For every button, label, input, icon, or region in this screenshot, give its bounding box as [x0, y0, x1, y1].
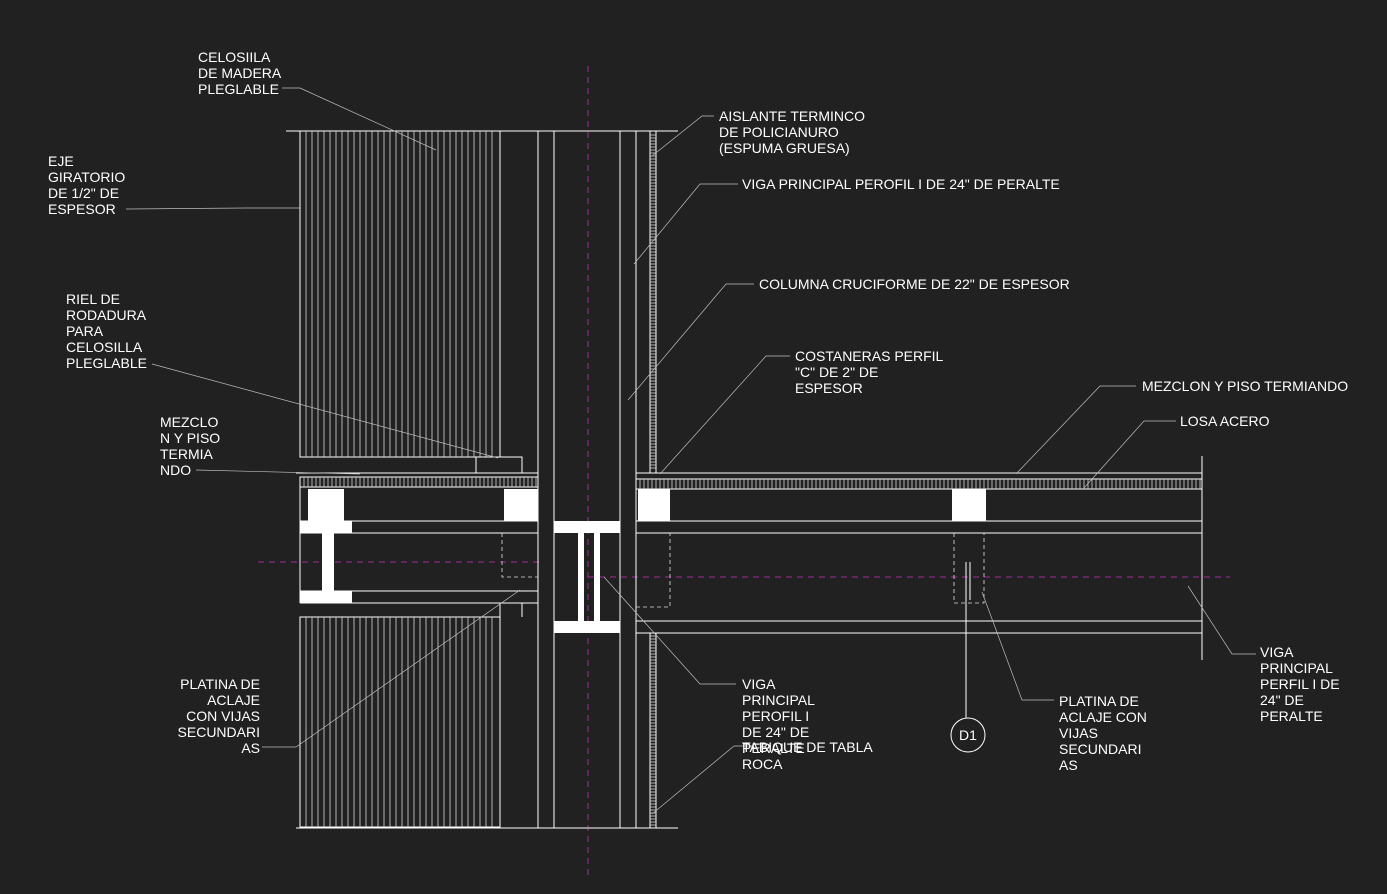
svg-text:ESPESOR: ESPESOR: [795, 380, 863, 396]
label-riel-rodadura: RIEL DE RODADURA PARA CELOSILLA PLEGLABL…: [66, 291, 147, 371]
svg-text:CELOSIILA: CELOSIILA: [198, 49, 271, 65]
label-viga-principal-right: VIGA PRINCIPAL PERFIL I DE 24" DE PERALT…: [1260, 644, 1340, 724]
leader-lines: [125, 87, 1256, 815]
label-tabla-roca: TABIQUE DE TABLA ROCA: [742, 739, 873, 772]
svg-text:"C" DE 2" DE: "C" DE 2" DE: [795, 364, 878, 380]
svg-text:PERALTE: PERALTE: [1260, 708, 1323, 724]
svg-text:RODADURA: RODADURA: [66, 307, 147, 323]
svg-text:AISLANTE TERMINCO: AISLANTE TERMINCO: [719, 108, 865, 124]
svg-text:N Y PISO: N Y PISO: [160, 430, 220, 446]
svg-text:PLEGLABLE: PLEGLABLE: [198, 81, 279, 97]
label-aislante: AISLANTE TERMINCO DE POLICIANURO (ESPUMA…: [719, 108, 865, 156]
svg-text:DE 1/2" DE: DE 1/2" DE: [48, 185, 119, 201]
svg-text:PRINCIPAL: PRINCIPAL: [1260, 660, 1333, 676]
svg-text:PARA: PARA: [66, 323, 104, 339]
label-mezclon-right: MEZCLON Y PISO TERMIANDO: [1142, 378, 1348, 394]
svg-text:VIGA: VIGA: [1260, 644, 1294, 660]
svg-text:PLATINA DE: PLATINA DE: [180, 676, 260, 692]
label-columna: COLUMNA CRUCIFORME DE 22" DE ESPESOR: [759, 276, 1070, 292]
svg-text:RIEL DE: RIEL DE: [66, 291, 120, 307]
svg-text:CELOSILLA: CELOSILLA: [66, 339, 143, 355]
svg-text:VIGA PRINCIPAL PEROFIL I DE 24: VIGA PRINCIPAL PEROFIL I DE 24" DE PERAL…: [742, 176, 1060, 192]
detail-tag-d1: D1: [950, 717, 986, 753]
svg-text:DE POLICIANURO: DE POLICIANURO: [719, 124, 839, 140]
svg-text:COSTANERAS PERFIL: COSTANERAS PERFIL: [795, 348, 944, 364]
svg-text:ROCA: ROCA: [742, 756, 783, 772]
svg-text:PRINCIPAL: PRINCIPAL: [742, 692, 815, 708]
svg-text:DE 24" DE: DE 24" DE: [742, 724, 809, 740]
svg-text:TERMIA: TERMIA: [160, 446, 214, 462]
svg-text:VIGA: VIGA: [742, 676, 776, 692]
svg-text:(ESPUMA GRUESA): (ESPUMA GRUESA): [719, 140, 850, 156]
svg-text:PLEGLABLE: PLEGLABLE: [66, 355, 147, 371]
svg-text:SECUNDARI: SECUNDARI: [178, 724, 260, 740]
left-floor-assembly: [296, 472, 539, 617]
svg-text:COLUMNA CRUCIFORME DE 22" DE E: COLUMNA CRUCIFORME DE 22" DE ESPESOR: [759, 276, 1070, 292]
svg-text:TABIQUE DE TABLA: TABIQUE DE TABLA: [742, 739, 873, 755]
upper-lattice: [286, 130, 678, 474]
svg-text:EJE: EJE: [48, 153, 74, 169]
label-viga-principal-top: VIGA PRINCIPAL PEROFIL I DE 24" DE PERAL…: [742, 176, 1060, 192]
svg-text:GIRATORIO: GIRATORIO: [48, 169, 125, 185]
cruciform-column: [537, 131, 637, 828]
label-losa-acero: LOSA ACERO: [1180, 413, 1270, 429]
label-celosia-madera: CELOSIILA DE MADERA PLEGLABLE: [198, 49, 282, 97]
svg-text:SECUNDARI: SECUNDARI: [1059, 741, 1141, 757]
svg-text:AS: AS: [1059, 757, 1078, 773]
label-platina-left: PLATINA DE ACLAJE CON VIJAS SECUNDARI AS: [178, 676, 260, 756]
lower-lattice: [296, 616, 678, 829]
svg-text:DE MADERA: DE MADERA: [198, 65, 282, 81]
label-platina-right: PLATINA DE ACLAJE CON VIJAS SECUNDARI AS: [1059, 693, 1147, 773]
label-eje-giratorio: EJE GIRATORIO DE 1/2" DE ESPESOR: [48, 153, 125, 217]
label-mezclon-left: MEZCLO N Y PISO TERMIA NDO: [160, 414, 220, 478]
svg-text:AS: AS: [241, 740, 260, 756]
svg-text:ACLAJE CON: ACLAJE CON: [1059, 709, 1147, 725]
svg-text:VIJAS: VIJAS: [1059, 725, 1098, 741]
svg-text:NDO: NDO: [160, 462, 191, 478]
svg-text:ACLAJE: ACLAJE: [207, 692, 260, 708]
label-costaneras: COSTANERAS PERFIL "C" DE 2" DE ESPESOR: [795, 348, 944, 396]
center-axes: [258, 66, 1230, 880]
svg-text:LOSA ACERO: LOSA ACERO: [1180, 413, 1270, 429]
right-floor-assembly: [635, 456, 1203, 718]
svg-text:ESPESOR: ESPESOR: [48, 201, 116, 217]
svg-text:CON VIJAS: CON VIJAS: [186, 708, 260, 724]
svg-text:MEZCLON Y PISO TERMIANDO: MEZCLON Y PISO TERMIANDO: [1142, 378, 1348, 394]
svg-text:PEROFIL I: PEROFIL I: [742, 708, 809, 724]
svg-text:PERFIL I DE: PERFIL I DE: [1260, 676, 1340, 692]
detail-tag-text: D1: [959, 727, 977, 743]
svg-text:24" DE: 24" DE: [1260, 692, 1304, 708]
svg-text:MEZCLO: MEZCLO: [160, 414, 218, 430]
svg-text:PLATINA DE: PLATINA DE: [1059, 693, 1139, 709]
label-viga-principal-center: VIGA PRINCIPAL PEROFIL I DE 24" DE PERAL…: [742, 676, 815, 756]
svg-text:PERALTE: PERALTE: [742, 740, 805, 756]
